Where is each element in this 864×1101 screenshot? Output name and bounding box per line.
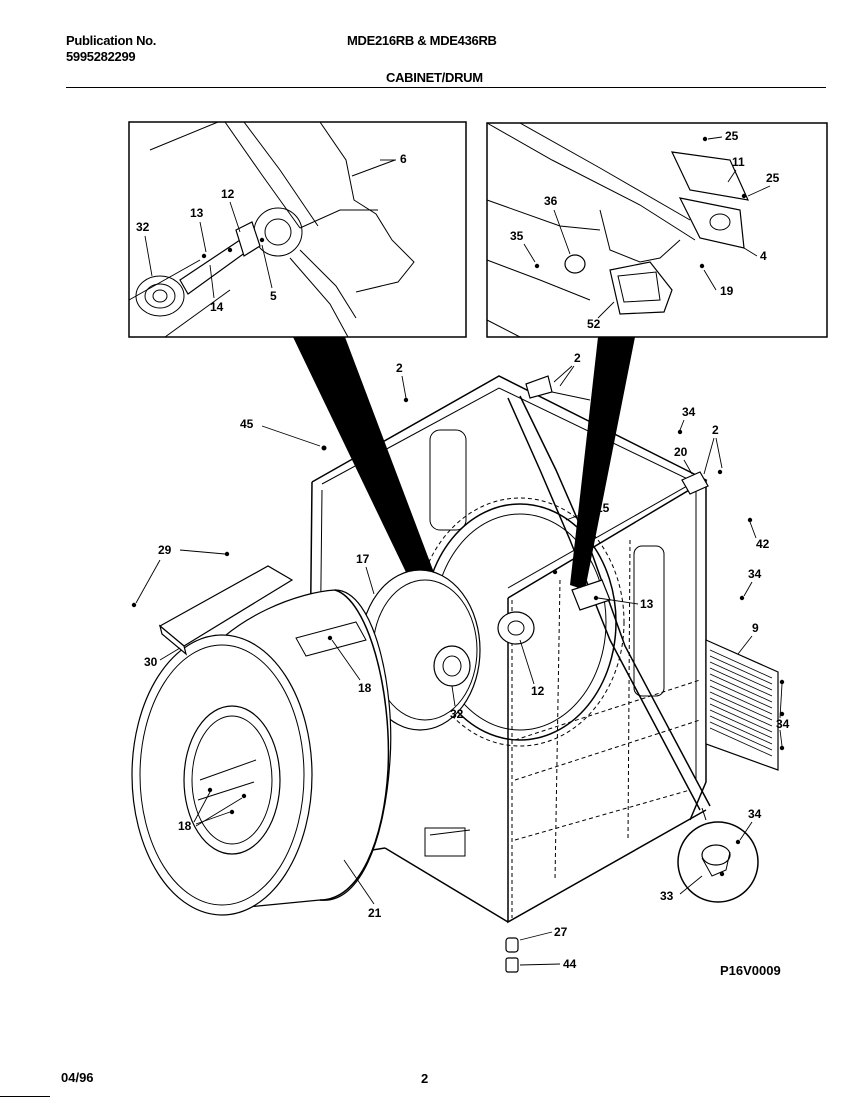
callout-34: 34 xyxy=(682,405,696,419)
callout-2: 2 xyxy=(396,361,403,375)
callout-32: 32 xyxy=(450,707,464,721)
rear-grille xyxy=(705,639,785,771)
callout-13: 13 xyxy=(190,206,204,220)
callout-14: 14 xyxy=(210,300,224,314)
callout-44: 44 xyxy=(563,957,577,971)
callout-34: 34 xyxy=(776,717,790,731)
drum xyxy=(131,569,481,916)
callout-9: 9 xyxy=(752,621,759,635)
inset-left: 6 12 13 32 14 5 xyxy=(128,121,467,338)
inset-right-pointer xyxy=(570,337,635,590)
callout-45: 45 xyxy=(240,417,254,431)
model-numbers: MDE216RB & MDE436RB xyxy=(347,33,497,48)
section-title: CABINET/DRUM xyxy=(386,70,483,85)
callout-33: 33 xyxy=(660,889,674,903)
callout-32: 32 xyxy=(136,220,150,234)
callout-17: 17 xyxy=(356,552,370,566)
callout-27: 27 xyxy=(554,925,568,939)
page-number: 2 xyxy=(421,1071,429,1086)
callout-34: 34 xyxy=(748,807,762,821)
callout-5: 5 xyxy=(270,289,277,303)
round-detail xyxy=(677,807,759,903)
callout-12: 12 xyxy=(531,684,545,698)
callout-2: 2 xyxy=(574,351,581,365)
callout-11: 11 xyxy=(732,155,745,169)
leveling-leg xyxy=(505,937,519,973)
callout-35: 35 xyxy=(510,229,524,243)
callout-19: 19 xyxy=(720,284,734,298)
callout-6: 6 xyxy=(400,152,407,166)
footer-rule xyxy=(0,1096,50,1097)
lint-filter-part xyxy=(131,551,294,656)
callout-52: 52 xyxy=(587,317,601,331)
callout-18: 18 xyxy=(358,681,372,695)
publication-label: Publication No. xyxy=(66,33,157,48)
callout-42: 42 xyxy=(756,537,770,551)
callout-12: 12 xyxy=(221,187,235,201)
callout-21: 21 xyxy=(368,906,382,920)
inset-right: 25 11 25 4 36 35 19 52 xyxy=(486,122,828,338)
publication-number: 5995282299 xyxy=(66,49,136,64)
callout-2: 2 xyxy=(712,423,719,437)
drawing-id: P16V0009 xyxy=(720,963,781,978)
callout-34: 34 xyxy=(748,567,762,581)
callout-18: 18 xyxy=(178,819,192,833)
header-rule xyxy=(66,87,826,88)
callout-25: 25 xyxy=(766,171,780,185)
callout-15: 15 xyxy=(596,501,610,515)
callout-20: 20 xyxy=(592,393,606,407)
callout-13: 13 xyxy=(640,597,654,611)
callout-4: 4 xyxy=(760,249,767,263)
footer-date: 04/96 xyxy=(61,1070,94,1085)
callout-20: 20 xyxy=(674,445,688,459)
callout-36: 36 xyxy=(544,194,558,208)
callout-29: 29 xyxy=(158,543,172,557)
callout-30: 30 xyxy=(144,655,158,669)
callout-25: 25 xyxy=(725,129,739,143)
